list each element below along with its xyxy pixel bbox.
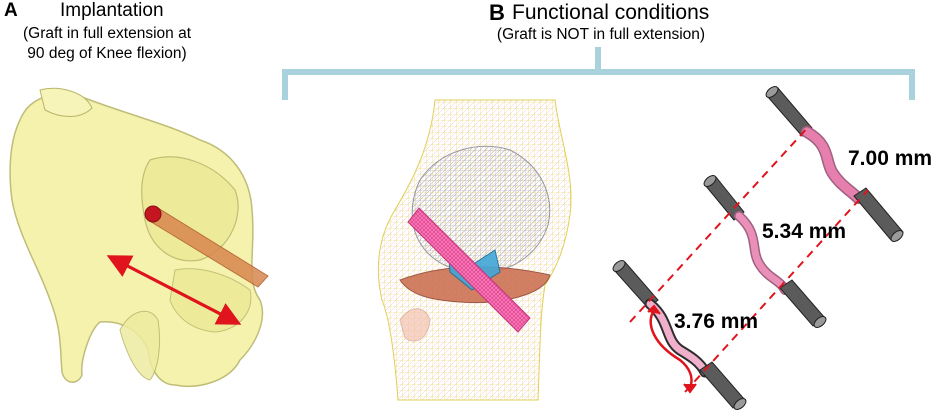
dashed-reference-lines [629,124,869,393]
measurement-label-medium: 5.34 mm [762,220,847,243]
wireframe-knee-model [377,99,572,401]
panel-b-letter: B [489,0,505,25]
panel-b-subtitle: (Graft is NOT in full extension) [496,26,706,43]
graft-tunnel [144,205,269,288]
panel-b-title: Functional conditions [512,1,710,24]
panel-a-subtitle: (Graft in full extension at 90 deg of Kn… [2,24,212,64]
panel-b-bracket [282,47,915,100]
graft-model-small [612,260,747,410]
knee-bone-model [9,87,264,387]
graft-model-medium [703,175,827,328]
graft-model-large [765,86,904,242]
panel-a-title: Implantation [60,0,164,21]
panel-a-subtitle-line1: (Graft in full extension at [23,25,191,42]
measurement-label-large: 7.00 mm [848,147,933,170]
panel-a-subtitle-line2: 90 deg of Knee flexion) [27,45,187,62]
implant-length-arrow [106,255,242,325]
panel-a-letter: A [4,0,18,21]
measurement-label-small: 3.76 mm [674,310,759,333]
